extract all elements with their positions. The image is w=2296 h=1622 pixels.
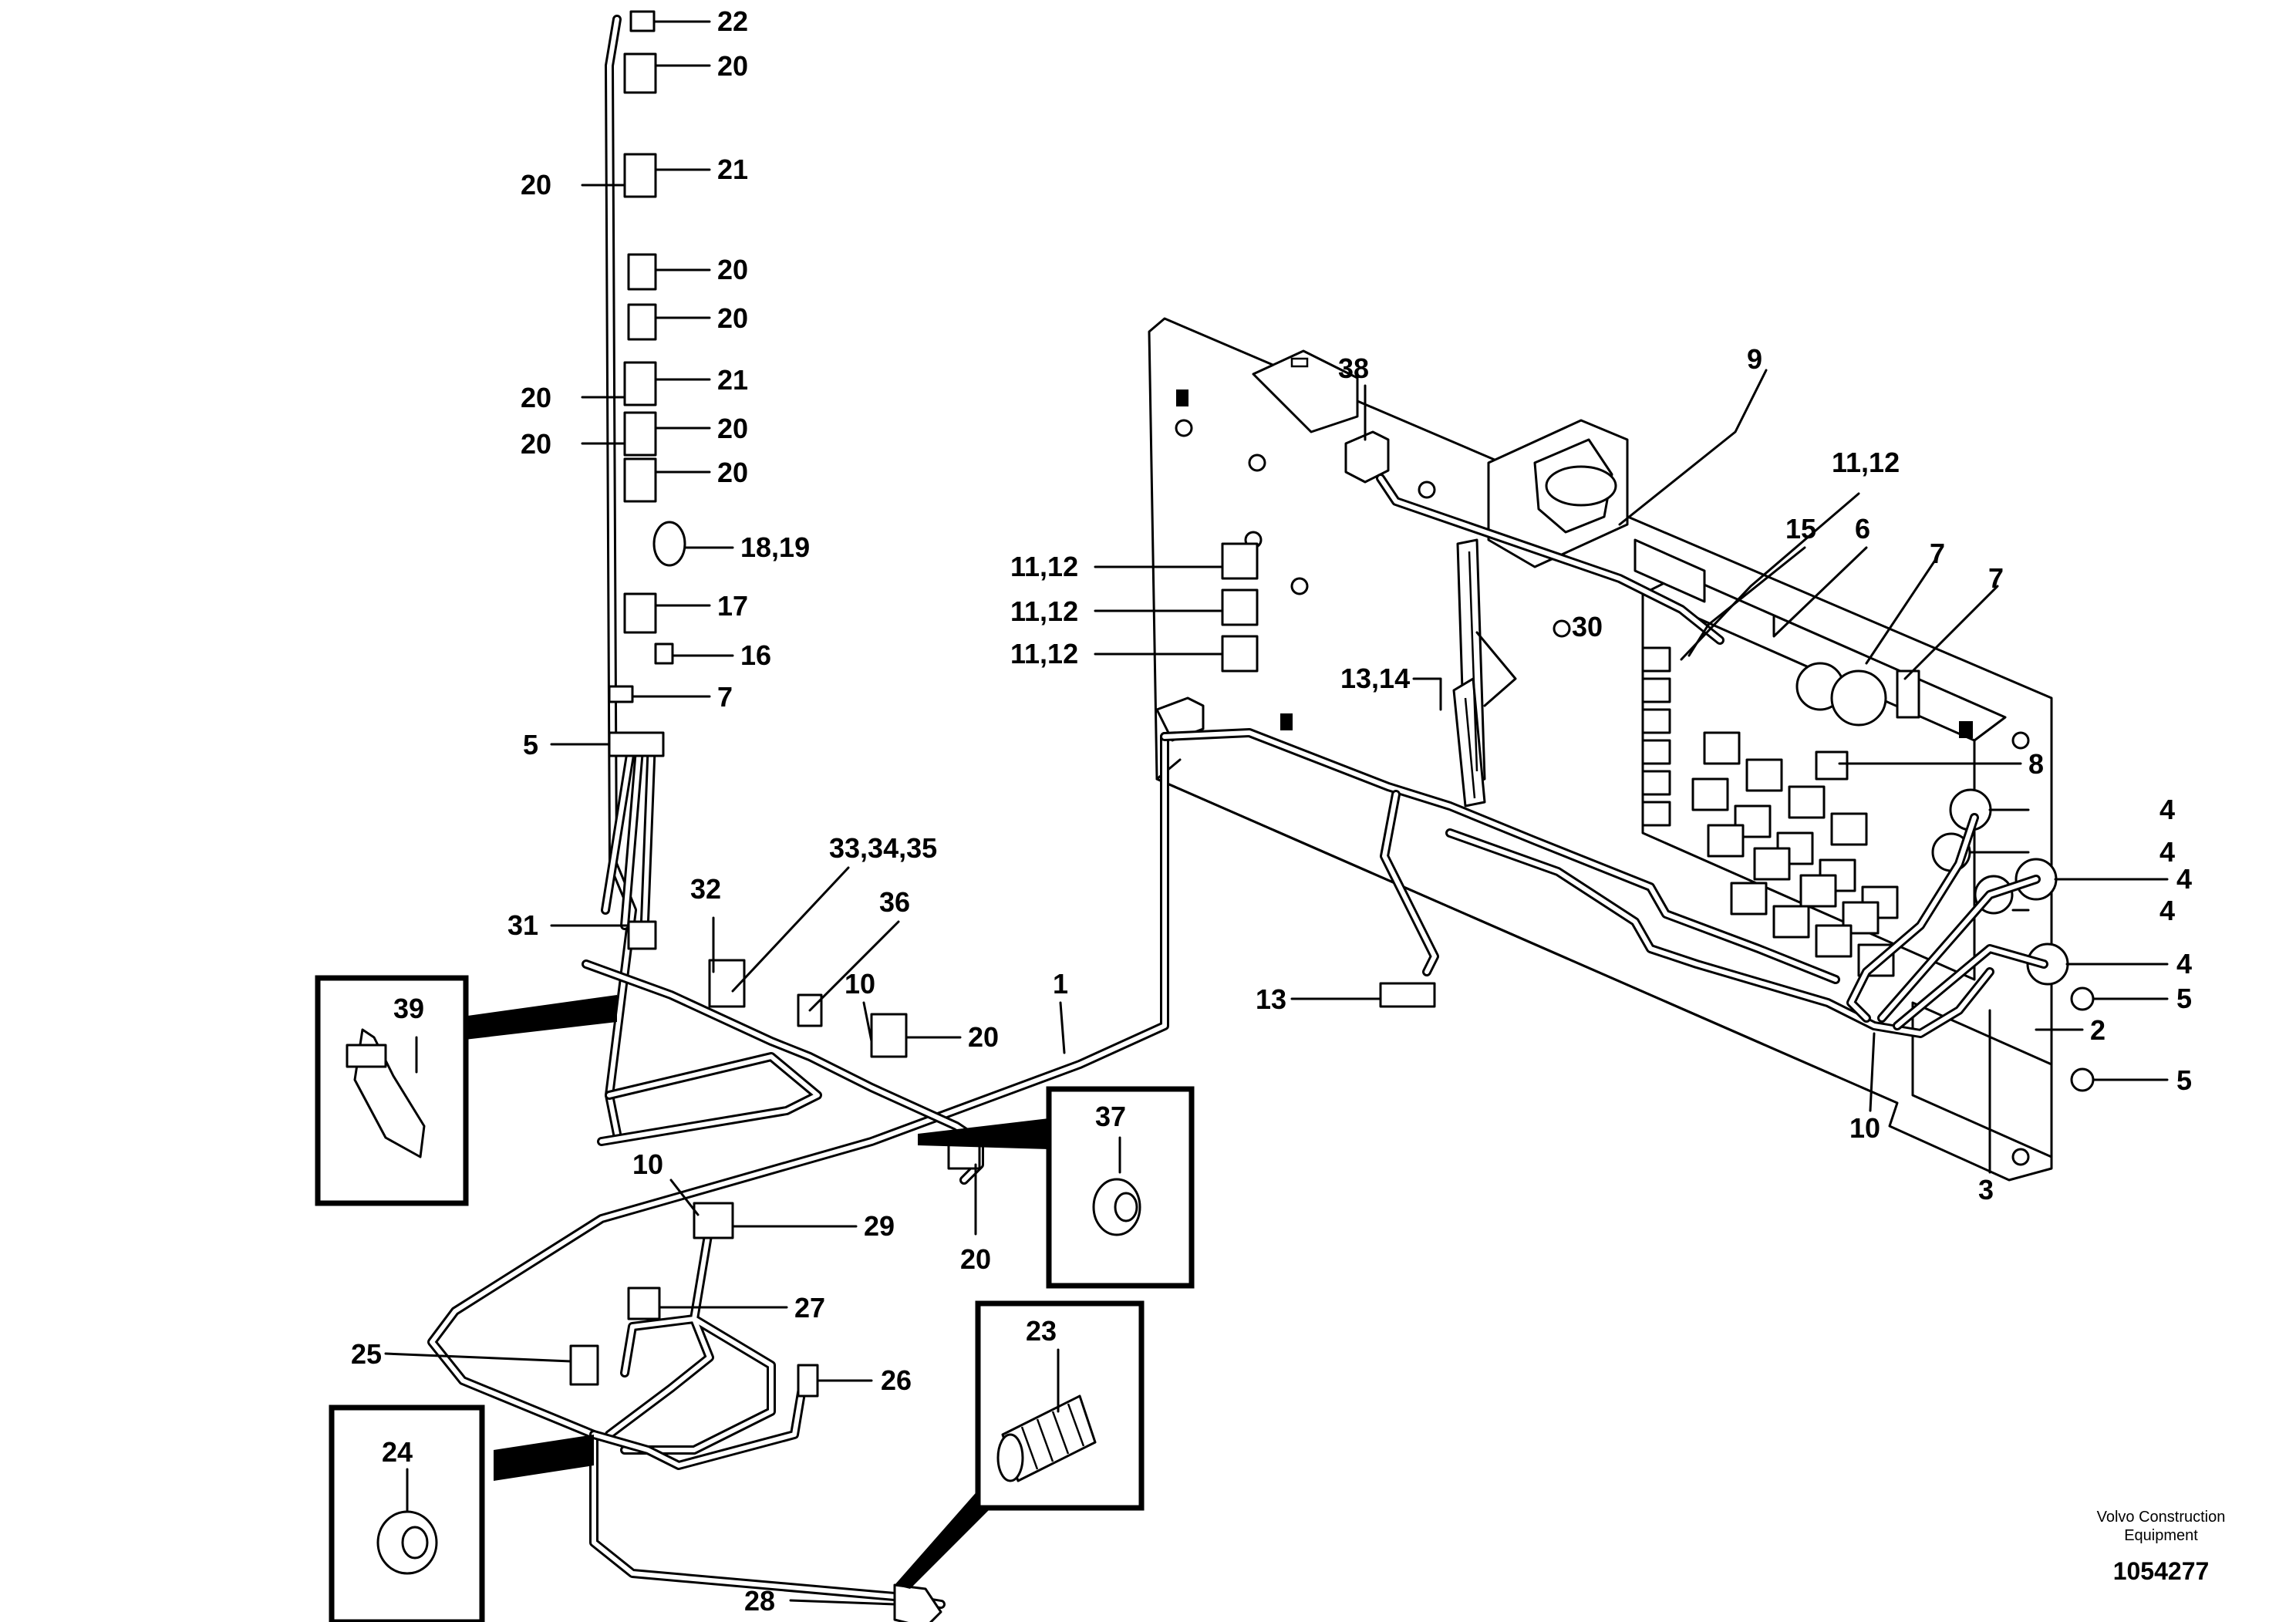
- callout-18-19: 18,19: [740, 531, 810, 563]
- callout-38: 38: [1338, 352, 1369, 384]
- callout-36: 36: [879, 886, 910, 918]
- callout-33-34-35: 33,34,35: [829, 832, 937, 864]
- callout-5: 5: [2176, 1064, 2192, 1096]
- callout-24: 24: [382, 1436, 413, 1468]
- callout-20: 20: [717, 413, 748, 444]
- callout-4: 4: [2176, 948, 2192, 980]
- callout-20: 20: [717, 254, 748, 285]
- connector-strip: [1641, 646, 1671, 827]
- callout-7: 7: [1988, 562, 2004, 594]
- callout-20: 20: [521, 428, 551, 460]
- callout-23: 23: [1026, 1315, 1057, 1347]
- callout-26: 26: [881, 1364, 912, 1396]
- callout-22: 22: [717, 5, 748, 37]
- callout-2: 2: [2090, 1014, 2106, 1046]
- detail-box-37: [918, 1086, 1195, 1289]
- callout-11-12: 11,12: [1832, 447, 1900, 478]
- callout-8: 8: [2028, 748, 2044, 780]
- callout-11-12: 11,12: [1010, 595, 1078, 627]
- callout-10: 10: [845, 968, 875, 1000]
- callout-11-12: 11,12: [1010, 551, 1078, 582]
- callout-11-12: 11,12: [1010, 638, 1078, 669]
- callout-21: 21: [717, 153, 748, 185]
- callout-16: 16: [740, 639, 771, 671]
- callout-15: 15: [1785, 513, 1816, 545]
- callout-7: 7: [717, 681, 733, 713]
- callout-30: 30: [1572, 611, 1603, 642]
- callout-13-14: 13,14: [1340, 663, 1410, 694]
- wire-harness: [427, 15, 2048, 1609]
- callout-20: 20: [521, 382, 551, 413]
- callout-21: 21: [717, 364, 748, 396]
- callout-29: 29: [864, 1210, 895, 1242]
- callout-4: 4: [2159, 836, 2175, 868]
- callout-10: 10: [1849, 1112, 1880, 1144]
- callout-25: 25: [351, 1338, 382, 1370]
- callout-4: 4: [2176, 863, 2192, 895]
- callout-5: 5: [2176, 983, 2192, 1014]
- callout-20: 20: [968, 1021, 999, 1053]
- callout-1: 1: [1053, 968, 1068, 1000]
- callout-28: 28: [744, 1585, 775, 1617]
- callout-31: 31: [507, 909, 538, 941]
- callout-37: 37: [1095, 1101, 1126, 1132]
- callout-labels: 22 20 21 20 20 20 21 20 20 20 20 18,19 1…: [351, 5, 2192, 1617]
- callout-6: 6: [1855, 513, 1870, 545]
- callout-3: 3: [1978, 1174, 1994, 1206]
- callout-7: 7: [1930, 538, 1945, 569]
- callout-27: 27: [794, 1292, 825, 1324]
- callout-17: 17: [717, 590, 748, 622]
- detail-box-23: [895, 1300, 1145, 1589]
- brand-line-1: Volvo Construction: [2097, 1509, 2226, 1526]
- title-block: Volvo Construction Equipment 1054277: [2097, 1509, 2226, 1585]
- callout-9: 9: [1747, 343, 1762, 375]
- callout-20: 20: [717, 50, 748, 82]
- callout-20: 20: [717, 457, 748, 488]
- callout-10: 10: [632, 1148, 663, 1180]
- callout-20: 20: [521, 169, 551, 201]
- brand-line-2: Equipment: [2124, 1527, 2198, 1544]
- detail-box-39: [315, 975, 617, 1206]
- callout-39: 39: [393, 993, 424, 1024]
- callout-20: 20: [960, 1243, 991, 1275]
- leader-lines: [384, 20, 2169, 1606]
- detail-box-24: [329, 1404, 594, 1622]
- callout-20: 20: [717, 302, 748, 334]
- callout-13: 13: [1256, 983, 1286, 1015]
- callout-4: 4: [2159, 895, 2175, 926]
- callout-4: 4: [2159, 794, 2175, 825]
- callout-5: 5: [523, 729, 538, 760]
- callout-32: 32: [690, 873, 721, 905]
- drawing-number: 1054277: [2113, 1557, 2210, 1585]
